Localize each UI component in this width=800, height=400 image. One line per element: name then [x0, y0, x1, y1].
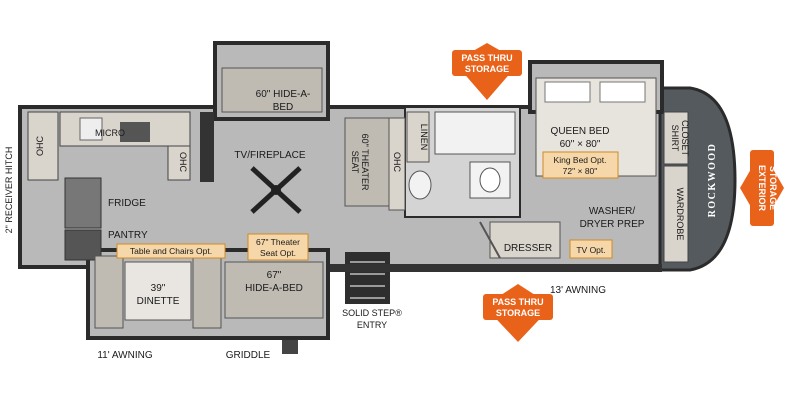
ohc-bath-cabinet: [388, 117, 406, 211]
ohc-bath-label: OHC: [392, 152, 402, 173]
step-well: [345, 252, 390, 304]
tv-fireplace-label: TV/FIREPLACE: [234, 150, 305, 161]
fridge-label: FRIDGE: [108, 198, 146, 209]
tv-fireplace-unit: [200, 112, 214, 182]
sink: [79, 117, 103, 141]
ohc-center-label: OHC: [178, 152, 188, 173]
pantry-unit: [64, 229, 102, 261]
pass-thru-storage-top-badge: PASS THRU STORAGE: [452, 43, 522, 100]
wardrobe-unit: [663, 165, 689, 263]
king-bed-opt-box: [542, 151, 619, 179]
griddle-unit: [282, 340, 298, 354]
bathroom-area: [406, 111, 516, 200]
svg-text:STORAGE: STORAGE: [465, 64, 509, 74]
dinette-label-2: DINETTE: [137, 296, 180, 307]
awning-left-label: 11' AWNING: [97, 350, 152, 361]
toilet-icon: [408, 170, 432, 200]
dinette-bench-right: [192, 255, 222, 329]
king-bed-opt-text-1: King Bed Opt.: [554, 155, 607, 165]
table-chairs-opt-box: [116, 243, 226, 259]
brand-logo-text: ROCKWOOD: [707, 143, 718, 218]
ohc-left-label: OHC: [35, 136, 45, 157]
theater-opt-text-1: 67" Theater: [256, 237, 300, 247]
dinette-area: [94, 255, 324, 329]
dinette-bench-left: [94, 255, 124, 329]
micro-label: MICRO: [95, 128, 125, 138]
svg-text:STORAGE: STORAGE: [496, 308, 540, 318]
svg-text:PASS THRU: PASS THRU: [461, 53, 512, 63]
solid-step-label-2: ENTRY: [357, 320, 387, 330]
ceiling-fan-icon: [250, 166, 302, 214]
hide-a-bed-top-label-2: BED: [273, 102, 294, 113]
dinette-table: [124, 261, 192, 321]
svg-text:PASS THRU: PASS THRU: [492, 297, 543, 307]
wardrobe-label: WARDROBE: [675, 188, 685, 241]
hide-a-bed-bottom: [224, 261, 324, 319]
hide-a-bed-bottom-label-1: 67": [267, 270, 282, 281]
pillow-right: [599, 81, 646, 103]
king-bed-opt-text-2: 72" × 80": [563, 166, 598, 176]
fridge-unit: [64, 177, 102, 229]
dresser-label: DRESSER: [504, 243, 552, 254]
theater-opt-box: [247, 233, 309, 261]
ohc-left-cabinet: [27, 111, 59, 181]
pantry-label: PANTRY: [108, 230, 148, 241]
sink-icon: [479, 167, 501, 193]
kitchen-area: [27, 111, 191, 261]
pillow-left: [544, 81, 591, 103]
theater-opt-text-2: Seat Opt.: [260, 248, 296, 258]
stove: [120, 122, 150, 142]
queen-bed-label-1: QUEEN BED: [551, 126, 610, 137]
hide-a-bed-top-label-1: 60" HIDE-A-: [256, 89, 311, 100]
linen-label: LINEN: [419, 124, 429, 151]
queen-bed-label-2: 60" × 80": [560, 139, 601, 150]
theater-seat: [344, 117, 390, 207]
linen-cabinet: [406, 111, 430, 163]
option-boxes: Table and Chairs Opt. 67" Theater Seat O…: [116, 151, 619, 261]
tv-opt-box: [569, 239, 613, 259]
living-area: [200, 67, 406, 214]
washer-label-2: DRYER PREP: [580, 219, 645, 230]
exterior-storage-badge: EXTERIOR STORAGE: [740, 150, 784, 226]
theater-seat-label-1: 60" THEATER: [360, 134, 370, 191]
awning-bar-right: [330, 264, 662, 272]
pass-thru-storage-bottom-badge: PASS THRU STORAGE: [483, 284, 553, 342]
awning-right-label: 13' AWNING: [550, 285, 606, 296]
tv-opt-text: TV Opt.: [576, 245, 605, 255]
hide-a-bed-bottom-label-2: HIDE-A-BED: [245, 283, 303, 294]
hide-a-bed-top: [221, 67, 323, 113]
room-labels: 2" RECEIVER HITCH OHC MICRO OHC FRIDGE P…: [4, 89, 718, 361]
dresser-unit: [489, 221, 561, 259]
theater-seat-label-2: SEAT: [350, 151, 360, 174]
shirt-closet-label-2: CLOSET: [680, 120, 690, 157]
solid-step-label-1: SOLID STEP®: [342, 308, 402, 318]
svg-text:EXTERIOR: EXTERIOR: [757, 165, 767, 212]
shower: [434, 111, 516, 155]
receiver-hitch-label: 2" RECEIVER HITCH: [4, 147, 14, 234]
bedroom-door: [479, 221, 501, 259]
svg-text:STORAGE: STORAGE: [768, 166, 778, 210]
shirt-closet-label-1: SHIRT: [670, 125, 680, 152]
table-chairs-opt-text: Table and Chairs Opt.: [130, 246, 212, 256]
ohc-center-cabinet: [167, 145, 191, 181]
griddle-label: GRIDDLE: [226, 350, 271, 361]
dinette-label-1: 39": [151, 283, 166, 294]
shirt-closet: [663, 111, 689, 165]
washer-label-1: WASHER/: [589, 206, 636, 217]
